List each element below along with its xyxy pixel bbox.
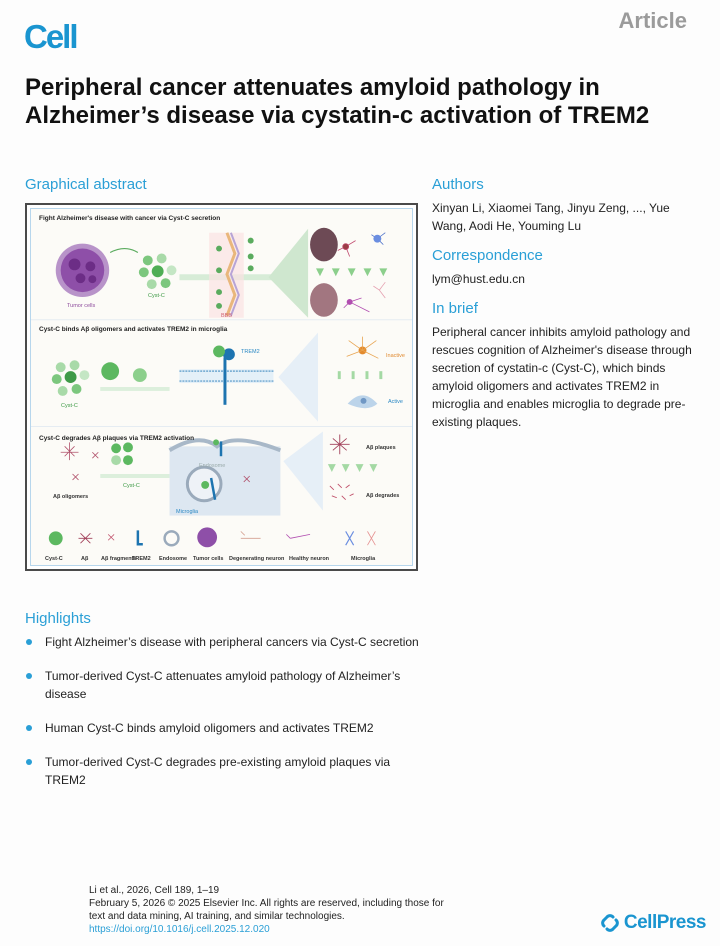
legend-label: Endosome: [159, 556, 188, 562]
cystc-molecules-graphic: [138, 253, 177, 290]
authors-section: Authors Xinyan Li, Xiaomei Tang, Jinyu Z…: [432, 176, 702, 235]
cystc-label: Cyst-C: [148, 293, 165, 299]
abeta-plaques-graphic: [329, 434, 350, 455]
journal-logo: Cell: [24, 18, 79, 55]
microglia-endosome-graphic: [168, 438, 282, 516]
inactive-label: Inactive: [386, 353, 405, 359]
panel3-title: Cyst-C degrades Aβ plaques via TREM2 act…: [39, 435, 195, 442]
graphical-abstract-figure: Fight Alzheimer's disease with cancer vi…: [25, 203, 418, 571]
highlights-heading: Highlights: [25, 610, 91, 627]
highlight-text: Human Cyst-C binds amyloid oligomers and…: [45, 721, 374, 735]
highlight-item: Tumor-derived Cyst-C attenuates amyloid …: [25, 667, 425, 703]
highlight-item: Human Cyst-C binds amyloid oligomers and…: [25, 719, 425, 737]
zoom-wedge: [268, 228, 309, 318]
abeta-oligomers-label: Aβ oligomers: [53, 494, 89, 500]
doi-link[interactable]: https://doi.org/10.1016/j.cell.2025.12.0…: [89, 924, 270, 935]
legend-degenerating-neuron-icon: [240, 531, 261, 539]
abeta-degrades-graphic: [329, 483, 354, 501]
highlights-list: Fight Alzheimer’s disease with periphera…: [25, 633, 425, 789]
copyright-line: February 5, 2026 © 2025 Elsevier Inc. Al…: [89, 898, 444, 909]
zoom-wedge: [283, 431, 323, 511]
bullet-icon: [26, 639, 32, 645]
zoom-wedge: [278, 332, 318, 422]
abeta-plaques-label: Aβ plaques: [366, 445, 396, 451]
correspondence-heading: Correspondence: [432, 247, 543, 264]
secretion-arrow: [109, 247, 139, 254]
authors-list: Xinyan Li, Xiaomei Tang, Jinyu Zeng, ...…: [432, 201, 670, 233]
microglia-label: Microglia: [176, 509, 199, 515]
legend-endosome-icon: [163, 530, 180, 547]
cystc-oligomer-complex: [101, 362, 120, 381]
membrane-trem2-graphic: [179, 345, 274, 405]
in-brief-section: In brief Peripheral cancer inhibits amyl…: [432, 300, 702, 431]
legend-label: Degenerating neuron: [229, 556, 285, 562]
abeta-degrades-label: Aβ degrades: [366, 493, 400, 499]
authors-heading: Authors: [432, 176, 484, 193]
bullet-icon: [26, 759, 32, 765]
flow-arrow: [100, 387, 170, 391]
sidebar-info: Authors Xinyan Li, Xiaomei Tang, Jinyu Z…: [432, 176, 702, 443]
legend-label: Aβ: [81, 556, 89, 562]
article-type-label: Article: [618, 8, 687, 33]
flow-arrow: [100, 474, 170, 478]
legend-microglia-icon: [345, 531, 355, 546]
legend-label: Aβ fragments: [101, 556, 137, 562]
legend-icons: [48, 527, 376, 548]
neurons-graphic: [337, 232, 386, 313]
legend-healthy-neuron-icon: [286, 533, 311, 539]
cystc-oligomer-complex: [132, 368, 147, 383]
cellpress-logo: CellPress: [600, 912, 707, 934]
cystc-label: Cyst-C: [123, 483, 140, 489]
article-title: Peripheral cancer attenuates amyloid pat…: [25, 74, 650, 129]
legend-label: Microglia: [351, 556, 376, 562]
graphical-abstract-heading: Graphical abstract: [25, 176, 147, 193]
bbb-graphic: [209, 232, 254, 318]
in-brief-text: Peripheral cancer inhibits amyloid patho…: [432, 325, 692, 429]
legend-abeta-icon: [78, 533, 93, 544]
legend-label: Healthy neuron: [289, 556, 330, 562]
highlight-text: Tumor-derived Cyst-C degrades pre-existi…: [45, 755, 391, 787]
correspondence-email[interactable]: lym@hust.edu.cn: [432, 272, 525, 286]
bullet-icon: [26, 673, 32, 679]
cellpress-link-icon: [601, 914, 619, 932]
legend-tumor-cells-icon: [197, 527, 218, 548]
in-brief-heading: In brief: [432, 300, 478, 317]
correspondence-section: Correspondence lym@hust.edu.cn: [432, 247, 702, 288]
down-arrows: [327, 464, 378, 473]
copyright-line: text and data mining, AI training, and s…: [89, 911, 345, 922]
active-label: Active: [388, 399, 403, 405]
tumor-cells-label: Tumor cells: [67, 303, 96, 309]
trem2-label: TREM2: [241, 349, 260, 355]
brain-sections-graphic: [310, 227, 338, 317]
legend-label: TREM2: [132, 556, 151, 562]
down-arrows: [337, 371, 383, 380]
highlight-text: Tumor-derived Cyst-C attenuates amyloid …: [45, 669, 401, 701]
down-arrows: [316, 268, 388, 277]
cystc-cluster-graphic: [51, 360, 90, 396]
abeta-oligomers-graphic: [60, 442, 99, 481]
highlight-item: Fight Alzheimer’s disease with periphera…: [25, 633, 425, 651]
microglia-graphic: [346, 336, 379, 409]
highlight-text: Fight Alzheimer’s disease with periphera…: [45, 635, 419, 649]
legend-cystc-icon: [48, 531, 63, 546]
highlights-section: Highlights Fight Alzheimer’s disease wit…: [25, 610, 425, 805]
highlight-item: Tumor-derived Cyst-C degrades pre-existi…: [25, 753, 425, 789]
bbb-label: BBB: [221, 313, 233, 319]
cystc-molecules-graphic: [111, 442, 133, 466]
legend-label: Tumor cells: [193, 556, 224, 562]
tumor-cells-graphic: [55, 243, 110, 298]
endosome-label: Endosome: [199, 463, 226, 469]
cystc-label: Cyst-C: [61, 403, 78, 409]
citation-line: Li et al., 2026, Cell 189, 1–19: [89, 885, 220, 896]
legend-abeta-fragments-icon: [107, 534, 115, 541]
legend-trem2-icon: [136, 530, 143, 546]
graphical-abstract-illustration: [31, 227, 412, 548]
panel2-title: Cyst-C binds Aβ oligomers and activates …: [39, 326, 228, 333]
citation-footer: Li et al., 2026, Cell 189, 1–19 February…: [89, 884, 444, 936]
bullet-icon: [26, 725, 32, 731]
panel1-title: Fight Alzheimer's disease with cancer vi…: [39, 215, 221, 222]
legend-label: Cyst-C: [45, 556, 63, 562]
cellpress-wordmark: CellPress: [623, 912, 707, 933]
